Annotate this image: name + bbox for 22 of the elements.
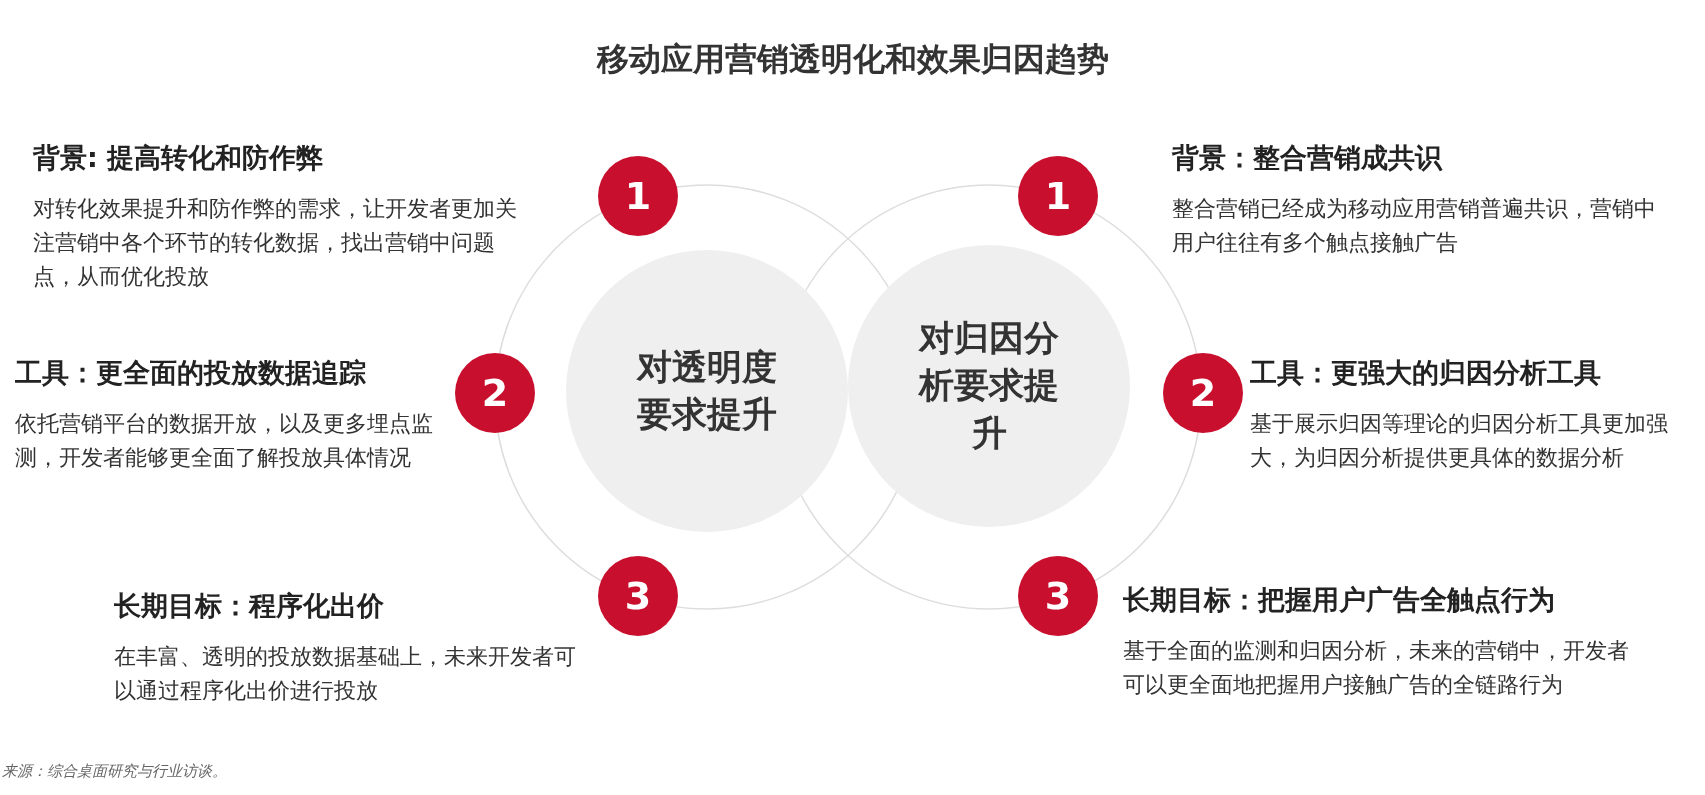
step-number: 2 <box>481 371 509 415</box>
section-heading: 工具：更全面的投放数据追踪 <box>15 356 366 390</box>
section-heading: 工具：更强大的归因分析工具 <box>1250 356 1601 390</box>
section-heading: 背景: 提高转化和防作弊 <box>33 141 324 175</box>
circle-label: 对归因分析要求提升 <box>917 317 1060 455</box>
section-text: 对转化效果提升和防作弊的需求，让开发者更加关注营销中各个环节的转化数据，找出营销中问题点，从而优化投放 <box>33 195 518 292</box>
section-text: 依托营销平台的数据开放，以及更多埋点监测，开发者能够更全面了解投放具体情况 <box>15 410 434 473</box>
section-text: 基于全面的监测和归因分析，未来的营销中，开发者可以更全面地把握用户接触广告的全链路行为 <box>1123 637 1630 700</box>
step-number: 2 <box>1189 371 1217 415</box>
step-number: 1 <box>1044 174 1072 218</box>
section-heading: 长期目标：程序化出价 <box>114 589 384 623</box>
step-number: 1 <box>624 174 652 218</box>
section-text: 在丰富、透明的投放数据基础上，未来开发者可以通过程序化出价进行投放 <box>114 643 577 706</box>
section-heading: 背景：整合营销成共识 <box>1172 141 1442 175</box>
circle-label: 对透明度要求提升 <box>635 345 778 436</box>
source-note: 来源：综合桌面研究与行业访谈。 <box>2 762 227 781</box>
step-number: 3 <box>1044 574 1072 618</box>
section-heading: 长期目标：把握用户广告全触点行为 <box>1123 583 1555 617</box>
step-number: 3 <box>624 574 652 618</box>
title: 移动应用营销透明化和效果归因趋势 <box>595 39 1110 80</box>
section-text: 基于展示归因等理论的归因分析工具更加强大，为归因分析提供更具体的数据分析 <box>1250 410 1669 473</box>
section-text: 整合营销已经成为移动应用营销普遍共识，营销中用户往往有多个触点接触广告 <box>1172 195 1657 258</box>
